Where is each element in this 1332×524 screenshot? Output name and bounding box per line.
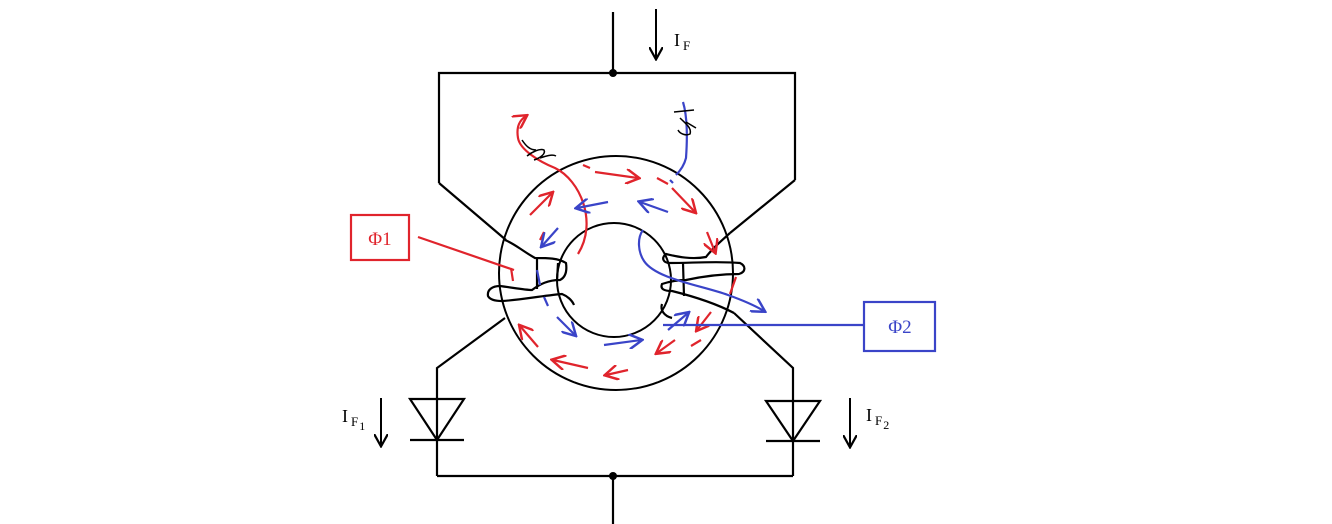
- flux-phi1: [417, 116, 738, 375]
- phi2-dash: [669, 179, 674, 184]
- right-winding: [660, 232, 746, 320]
- left-lower-wire: [435, 317, 506, 476]
- phi1-dash: [582, 163, 591, 170]
- phi1-arrow: [520, 326, 539, 348]
- wiring: [435, 12, 797, 524]
- phi1-arrow: [553, 360, 589, 368]
- right-lower-wire: [733, 312, 795, 476]
- phi1-arrow: [594, 172, 638, 178]
- phi2-label: Φ2: [888, 317, 911, 338]
- phi1-dash: [690, 339, 702, 347]
- phi2-entry-line: [675, 101, 688, 176]
- right-diagonal-wire: [729, 179, 796, 234]
- phi2-arrow: [667, 313, 688, 331]
- scribble-mark-red: [521, 139, 557, 161]
- phi1-leader-line: [417, 235, 515, 272]
- flux-phi2: [535, 101, 863, 345]
- phi1-dash: [656, 177, 669, 185]
- phi1-label-box: [349, 213, 411, 262]
- toroid-outer-circle: [498, 155, 734, 391]
- phi2-dash: [542, 296, 550, 307]
- phi2-arrow: [556, 316, 575, 335]
- phi1-arrow: [657, 339, 676, 353]
- phi1-arrow: [606, 370, 629, 375]
- phi1-dash: [539, 231, 545, 241]
- phi2-arrow: [640, 202, 669, 212]
- phi2-curved-arrow: [637, 229, 764, 311]
- top-junction-dot: [609, 69, 617, 77]
- phi2-arrow: [577, 202, 609, 208]
- phi1-label: Φ1: [368, 229, 391, 250]
- phi1-arrow: [671, 187, 695, 212]
- diode-icon: [763, 399, 823, 443]
- diode-right-triangle: [763, 399, 823, 443]
- phi1-arrow: [707, 231, 715, 252]
- phi2-dash: [535, 269, 542, 286]
- phi2-arrow: [542, 227, 559, 246]
- phi1-arrow: [697, 311, 712, 330]
- scribble-mark-blue: [673, 109, 697, 136]
- top-frame-wire: [437, 71, 797, 183]
- phi1-dash: [728, 276, 738, 295]
- phi2-arrow: [603, 340, 641, 345]
- bottom-junction-dot: [609, 472, 617, 480]
- diode-icon: [407, 397, 467, 443]
- phi1-arrow: [529, 193, 552, 216]
- diode-left-triangle: [407, 397, 467, 443]
- left-diagonal-wire: [438, 182, 507, 241]
- phi2-label-box: [862, 300, 937, 353]
- toroid-inner-circle: [556, 222, 672, 338]
